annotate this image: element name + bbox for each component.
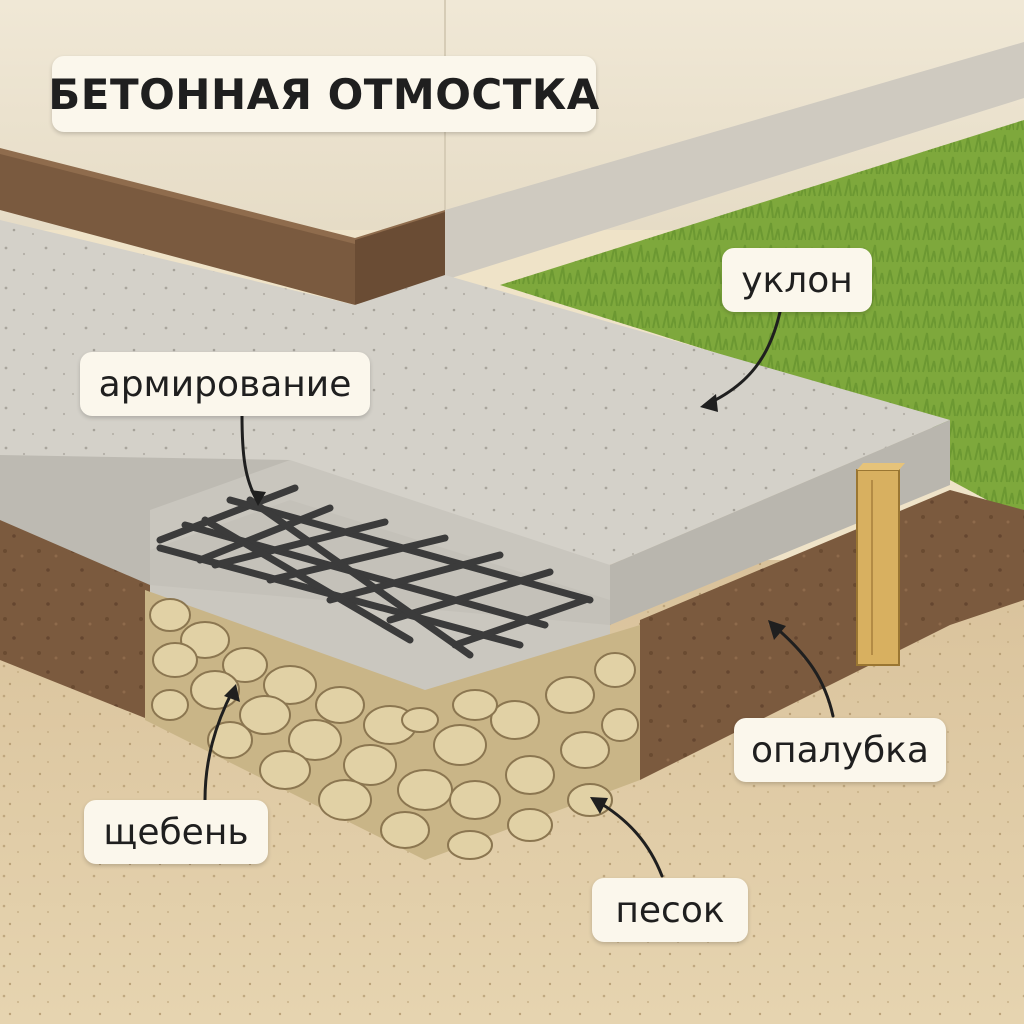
label-sand: песок — [592, 878, 748, 942]
formwork-board — [857, 470, 899, 665]
label-gravel: щебень — [84, 800, 268, 864]
label-reinforcement: армирование — [80, 352, 370, 416]
label-slope: уклон — [722, 248, 872, 312]
label-formwork: опалубка — [734, 718, 946, 782]
diagram-title: БЕТОННАЯ ОТМОСТКА — [52, 56, 596, 132]
formwork-board-top — [857, 463, 905, 470]
